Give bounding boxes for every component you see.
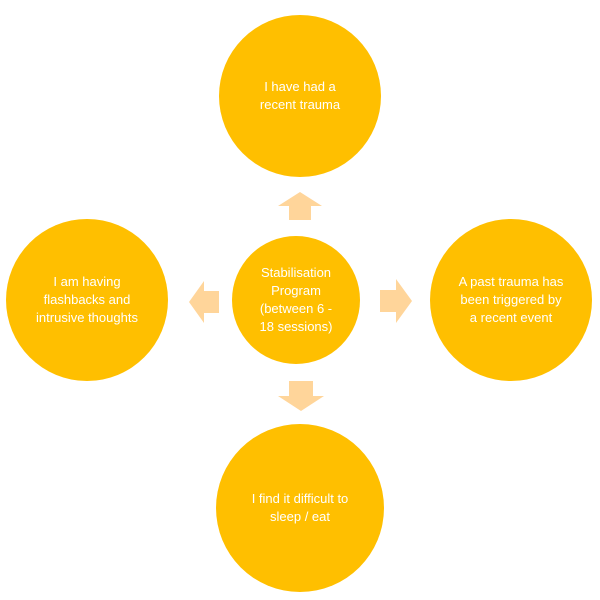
circle-stabilisation-program-label: Stabilisation Program (between 6 - 18 se…	[259, 265, 333, 334]
arrow-left-icon	[189, 281, 219, 323]
arrow-down-icon	[278, 381, 324, 411]
arrow-right-icon	[380, 279, 412, 323]
circle-past-trauma-triggered-label: A past trauma has been triggered by a re…	[458, 274, 564, 325]
circle-recent-trauma: I have had a recent trauma	[219, 15, 381, 177]
circle-sleep-eat-label: I find it difficult to sleep / eat	[251, 491, 349, 524]
circle-past-trauma-triggered: A past trauma has been triggered by a re…	[430, 219, 592, 381]
arrow-up-icon	[278, 192, 322, 220]
circle-recent-trauma-label: I have had a recent trauma	[259, 79, 341, 112]
circle-stabilisation-program: Stabilisation Program (between 6 - 18 se…	[232, 236, 360, 364]
circle-sleep-eat: I find it difficult to sleep / eat	[216, 424, 384, 592]
circle-flashbacks: I am having flashbacks and intrusive tho…	[6, 219, 168, 381]
circle-flashbacks-label: I am having flashbacks and intrusive tho…	[36, 274, 138, 325]
